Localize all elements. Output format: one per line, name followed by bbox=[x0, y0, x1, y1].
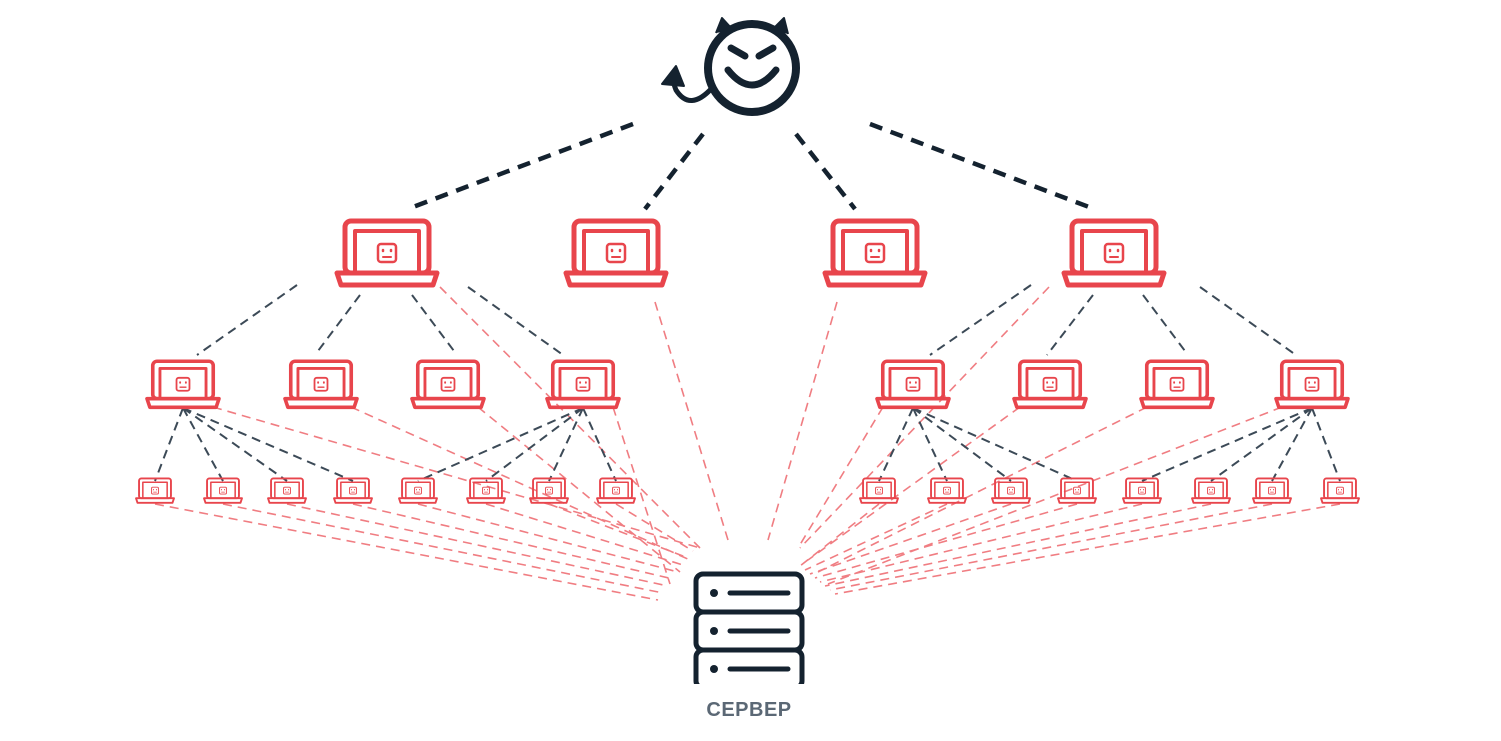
connection-line bbox=[912, 407, 1078, 482]
infected-laptop-icon bbox=[203, 477, 243, 504]
connection-line bbox=[212, 406, 701, 549]
connection-line bbox=[196, 284, 298, 356]
connection-line bbox=[548, 503, 689, 559]
connection-line bbox=[417, 407, 584, 482]
infected-laptop-icon bbox=[563, 218, 669, 288]
infected-laptop-icon bbox=[596, 477, 636, 504]
connection-line bbox=[794, 132, 857, 211]
connection-line bbox=[582, 407, 617, 482]
connection-line bbox=[819, 503, 1143, 583]
connection-line bbox=[817, 406, 1148, 573]
connection-line bbox=[352, 503, 674, 580]
infected-laptop-icon bbox=[334, 218, 440, 288]
control-edges bbox=[154, 284, 1341, 482]
connection-line bbox=[314, 294, 361, 356]
connection-line bbox=[878, 407, 914, 482]
infected-laptop-icon bbox=[398, 477, 438, 504]
server-icon bbox=[690, 571, 810, 694]
command-edges bbox=[412, 121, 1090, 211]
infected-laptop-icon bbox=[145, 359, 221, 410]
infected-laptops bbox=[135, 218, 1360, 504]
connection-line bbox=[834, 503, 1341, 595]
infected-laptop-icon bbox=[1139, 359, 1215, 410]
connection-line bbox=[485, 503, 684, 566]
infected-laptop-icon bbox=[466, 477, 506, 504]
traffic-edges bbox=[154, 286, 1341, 601]
connection-line bbox=[912, 407, 1012, 482]
infected-laptop-icon bbox=[927, 477, 967, 504]
connection-line bbox=[1210, 407, 1313, 482]
connection-line bbox=[286, 503, 669, 587]
infected-laptop-icon bbox=[283, 359, 359, 410]
infected-laptop-icon bbox=[1191, 477, 1231, 504]
connection-line bbox=[912, 407, 948, 482]
infected-laptop-icon bbox=[1122, 477, 1162, 504]
devil-smiley-icon bbox=[661, 17, 800, 116]
connection-line bbox=[827, 406, 1283, 585]
connection-line bbox=[1142, 294, 1189, 356]
connection-line bbox=[807, 406, 1021, 561]
connection-line bbox=[654, 301, 729, 541]
connection-line bbox=[824, 503, 1212, 587]
connection-line bbox=[1271, 407, 1313, 482]
connection-line bbox=[477, 406, 681, 573]
connection-line bbox=[467, 286, 564, 356]
connection-line bbox=[182, 407, 224, 482]
connection-line bbox=[767, 301, 838, 541]
infected-laptop-icon bbox=[822, 218, 928, 288]
connection-line bbox=[154, 503, 659, 601]
connection-line bbox=[485, 407, 584, 482]
connection-line bbox=[1046, 294, 1094, 356]
connection-line bbox=[154, 407, 184, 482]
connection-line bbox=[1199, 286, 1297, 356]
infected-laptop-icon bbox=[529, 477, 569, 504]
connection-line bbox=[829, 503, 1273, 591]
infected-laptop-icon bbox=[875, 359, 951, 410]
infected-laptop-icon bbox=[333, 477, 373, 504]
infected-laptop-icon bbox=[1012, 359, 1088, 410]
connection-line bbox=[615, 503, 694, 552]
infected-laptop-icon bbox=[1057, 477, 1097, 504]
connection-line bbox=[797, 406, 884, 549]
connection-line bbox=[411, 294, 458, 356]
infected-laptop-icon bbox=[267, 477, 307, 504]
connection-line bbox=[1311, 407, 1341, 482]
connection-line bbox=[350, 406, 691, 561]
connection-line bbox=[869, 121, 1090, 210]
infected-laptop-icon bbox=[991, 477, 1031, 504]
connection-line bbox=[612, 406, 671, 585]
connection-line bbox=[799, 503, 880, 567]
connection-line bbox=[182, 407, 288, 482]
connection-line bbox=[809, 503, 1012, 575]
connection-line bbox=[412, 121, 634, 210]
connection-line bbox=[643, 132, 705, 211]
connection-line bbox=[548, 407, 584, 482]
connection-line bbox=[1141, 407, 1313, 482]
connection-line bbox=[929, 284, 1032, 356]
infected-laptop-icon bbox=[1252, 477, 1292, 504]
connection-line bbox=[799, 286, 1050, 549]
infected-laptop-icon bbox=[859, 477, 899, 504]
infected-laptop-icon bbox=[545, 359, 621, 410]
server-label: СЕРВЕР bbox=[706, 699, 791, 721]
connection-line bbox=[804, 503, 948, 571]
infected-laptop-icon bbox=[135, 477, 175, 504]
infected-laptop-icon bbox=[1061, 218, 1167, 288]
infected-laptop-icon bbox=[410, 359, 486, 410]
connection-line bbox=[814, 503, 1078, 579]
infected-laptop-icon bbox=[1274, 359, 1350, 410]
connection-line bbox=[222, 503, 664, 594]
infected-laptop-icon bbox=[1320, 477, 1360, 504]
connection-line bbox=[182, 407, 354, 482]
